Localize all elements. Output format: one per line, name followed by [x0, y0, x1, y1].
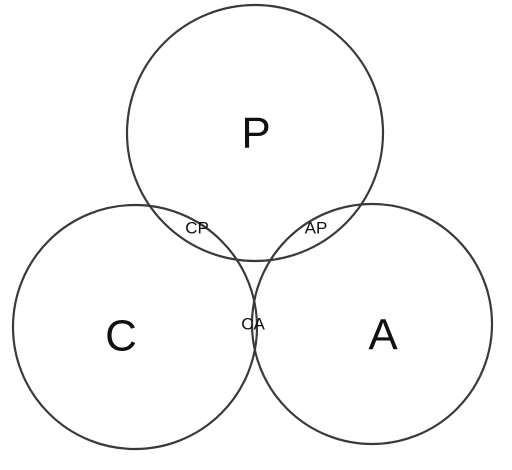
label-p: P [241, 109, 270, 158]
label-c: C [105, 312, 137, 361]
circle-a [250, 202, 494, 446]
label-cp: CP [185, 218, 209, 237]
circle-c [11, 203, 259, 451]
label-ca: CA [241, 314, 265, 333]
label-a: A [368, 311, 398, 360]
label-ap: AP [305, 218, 328, 237]
circle-p [125, 3, 385, 263]
